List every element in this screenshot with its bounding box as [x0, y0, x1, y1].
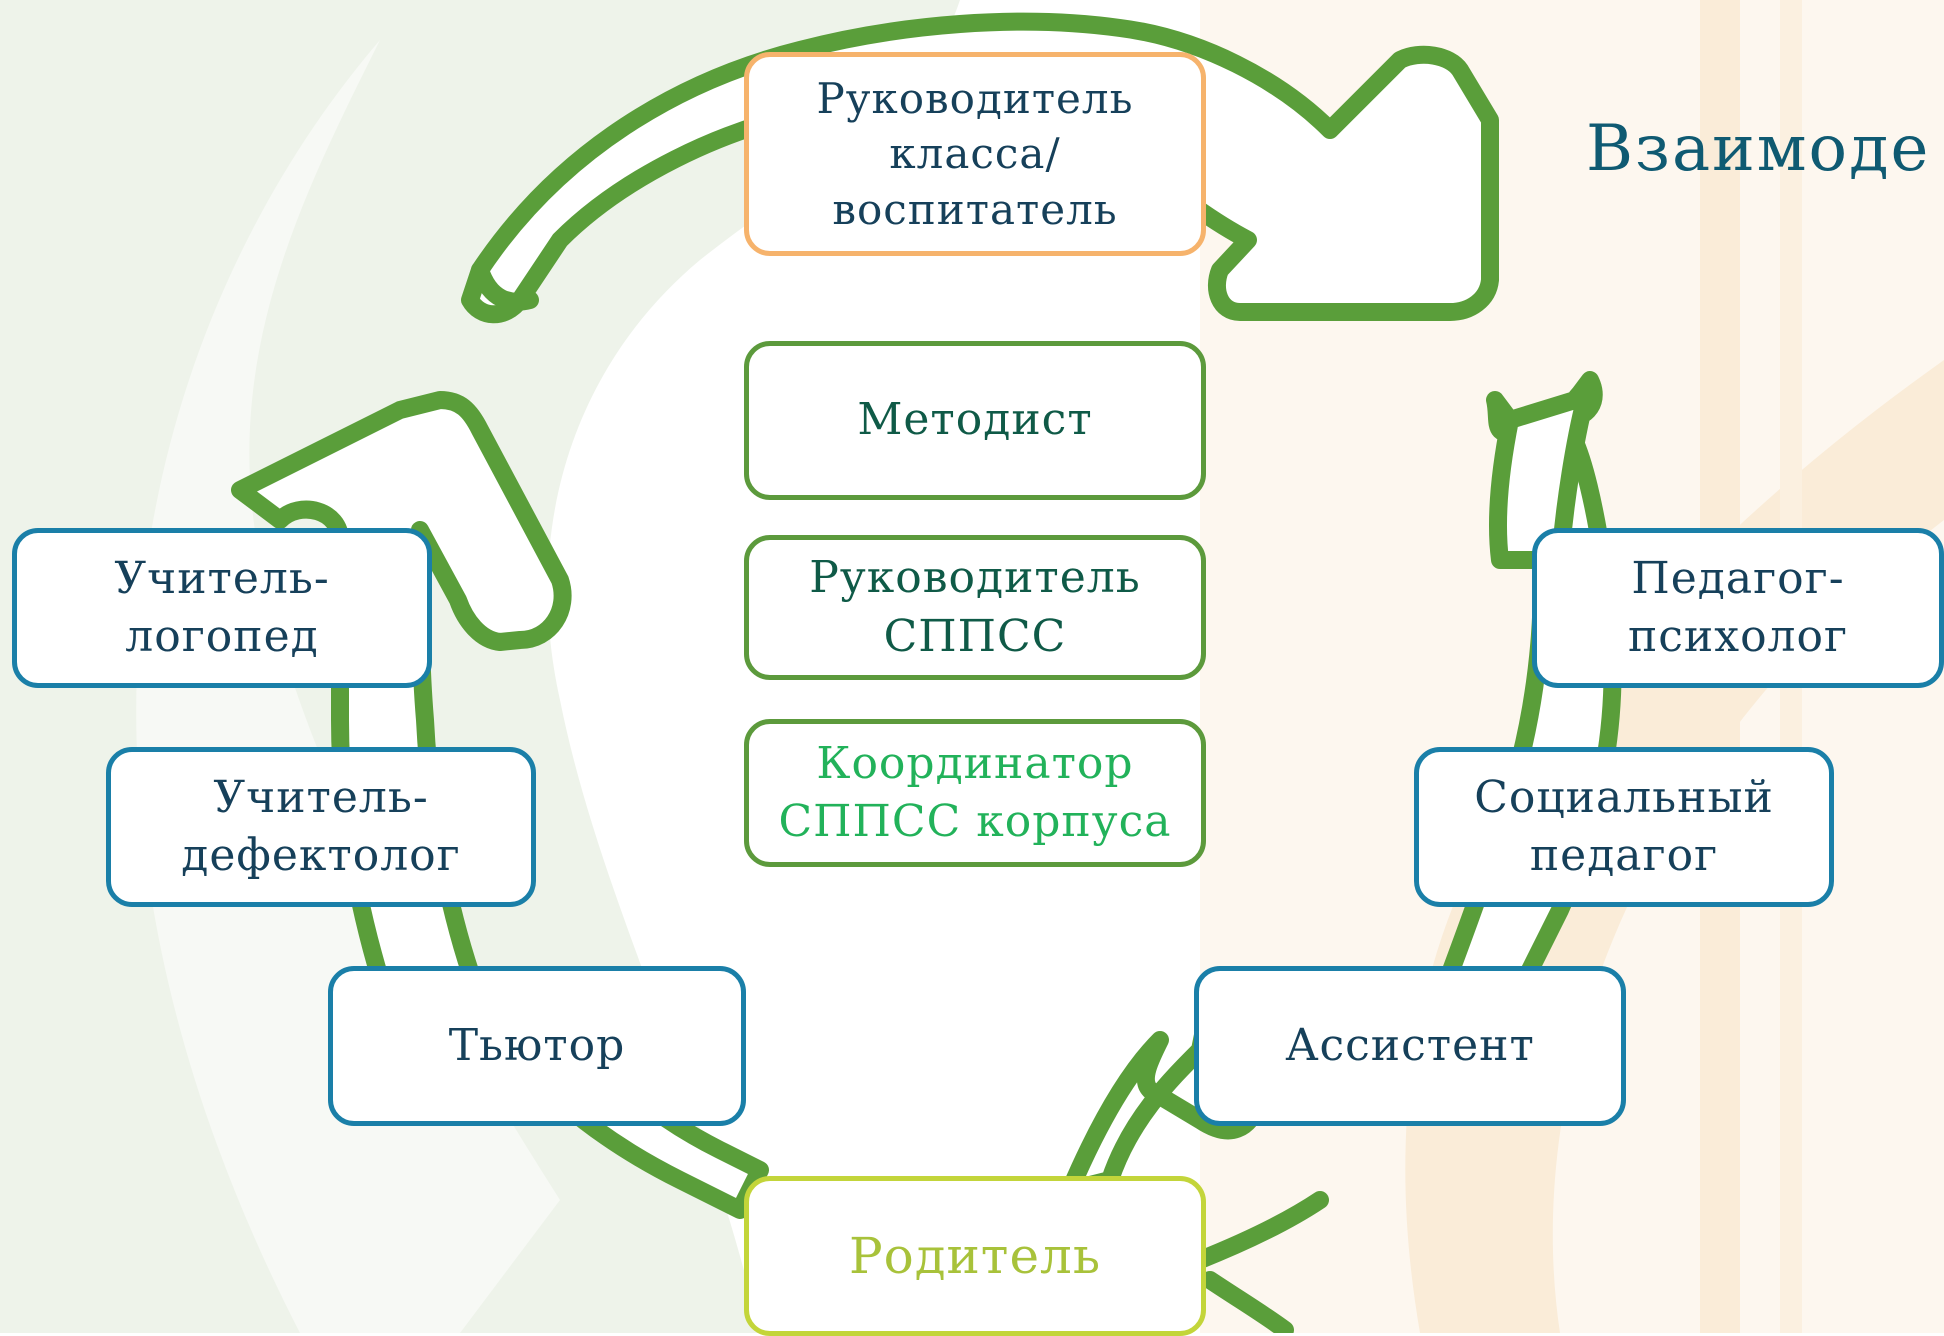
role-assistant-label: Ассистент — [1285, 1019, 1535, 1071]
role-sppss-head-label: Руководитель СППСС — [809, 552, 1141, 662]
role-social-pedagogue: Социальный педагог — [1414, 747, 1834, 907]
arrow-top-left-tail — [471, 261, 539, 311]
role-methodist: Методист — [744, 341, 1206, 500]
background-white-swirl — [136, 40, 560, 1333]
arrow-bottom-right-tail — [1201, 1271, 1294, 1333]
role-tutor-label: Тьютор — [448, 1019, 626, 1071]
role-sppss-head: Руководитель СППСС — [744, 535, 1206, 680]
role-assistant: Ассистент — [1194, 966, 1626, 1126]
role-coordinator-label: Координатор СППСС корпуса — [778, 737, 1172, 847]
role-defectologist-label: Учитель- дефектолог — [181, 771, 461, 881]
arrow-right-head — [1489, 383, 1596, 569]
role-class-head: Руководитель класса/ воспитатель — [744, 52, 1206, 256]
arrow-bottom-right-tail — [1191, 1191, 1329, 1269]
slide-title: Взаимоде — [1586, 112, 1931, 186]
role-speech-therapist: Учитель- логопед — [12, 528, 432, 688]
role-speech-therapist-label: Учитель- логопед — [114, 552, 330, 662]
role-psychologist: Педагог- психолог — [1532, 528, 1944, 688]
arrow-left — [231, 391, 572, 1019]
role-social-pedagogue-label: Социальный педагог — [1474, 771, 1774, 881]
role-parent: Родитель — [744, 1176, 1206, 1336]
role-parent-label: Родитель — [848, 1227, 1102, 1285]
role-class-head-label: Руководитель класса/ воспитатель — [816, 73, 1134, 234]
role-tutor: Тьютор — [328, 966, 746, 1126]
role-defectologist: Учитель- дефектолог — [106, 747, 536, 907]
role-coordinator: Координатор СППСС корпуса — [744, 719, 1206, 867]
role-methodist-label: Методист — [857, 394, 1093, 446]
role-psychologist-label: Педагог- психолог — [1627, 552, 1849, 662]
